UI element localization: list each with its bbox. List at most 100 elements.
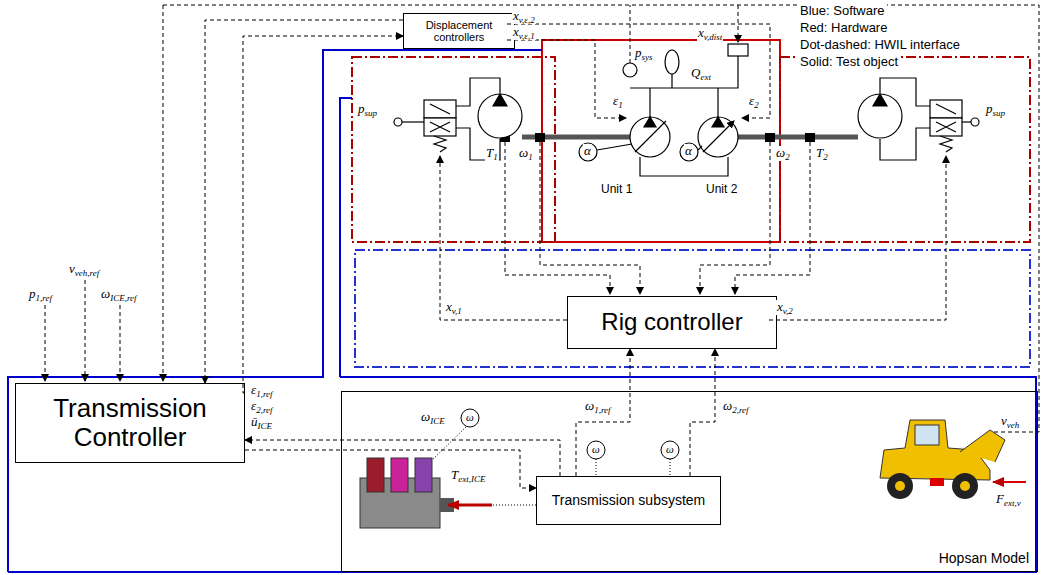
symbol-base: ω	[101, 286, 110, 301]
legend-entry: Red: Hardware	[798, 20, 889, 36]
gauge-symbol: ω	[592, 443, 600, 455]
symbol-subscript: 1	[618, 100, 623, 110]
signal-name: xv,1	[445, 300, 463, 315]
controller-box: Rig controller	[567, 296, 777, 349]
symbol-subscript: ICE,ref	[110, 293, 136, 303]
signal-name: ūICE	[250, 415, 273, 430]
signal-connector	[243, 36, 403, 393]
symbol-base: T	[451, 467, 458, 482]
signal-connector	[576, 349, 630, 476]
symbol-base: ε	[613, 93, 618, 108]
symbol-base: T	[816, 145, 823, 160]
symbol-base: x	[777, 299, 783, 314]
signal-name: ω2,ref	[722, 399, 750, 414]
controller-box: Transmission Controller	[15, 383, 245, 463]
signal-name: Text,ICE	[450, 468, 486, 483]
symbol-subscript: veh,ref	[75, 268, 99, 278]
subsystem-box: Transmission subsystem	[536, 476, 721, 525]
signal-name: α	[583, 144, 592, 158]
signal-name: xv,dist	[697, 26, 723, 41]
signal-name: psup	[985, 102, 1006, 117]
signal-name: T2	[815, 146, 829, 161]
signal-name: xv,ε,1	[512, 25, 536, 40]
signal-name: ε1	[612, 94, 624, 109]
symbol-subscript: v,2	[783, 306, 793, 316]
legend-entry: Dot-dashed: HWIL interface	[798, 37, 962, 53]
symbol-base: x	[698, 25, 704, 40]
symbol-base: x	[513, 24, 519, 39]
symbol-subscript: ICE	[430, 416, 445, 426]
node-text-holder: Transmission subsystem	[537, 477, 720, 524]
unit-label: Unit 2	[705, 182, 738, 196]
symbol-base: ε	[749, 93, 754, 108]
node-text-holder: Hopsan Model	[342, 392, 1037, 571]
signal-connector	[205, 20, 403, 383]
signal-name: T1	[485, 146, 499, 161]
symbol-subscript: ext	[700, 72, 711, 82]
symbol-subscript: 2,ref	[732, 405, 748, 415]
symbol-base: ω	[723, 398, 732, 413]
signal-name: vveh,ref	[68, 262, 100, 277]
symbol-base: ω	[421, 409, 430, 424]
node-text-holder: Rig controller	[568, 297, 776, 348]
signal-name: xv,ε,2	[512, 9, 536, 24]
symbol-subscript: 1,ref	[594, 405, 610, 415]
symbol-subscript: sys	[642, 52, 653, 62]
signal-name: ε2,ref	[250, 399, 274, 414]
symbol-subscript: ext,ICE	[458, 474, 485, 484]
symbol-subscript: 2	[823, 152, 828, 162]
symbol-subscript: v,dist	[704, 32, 723, 42]
symbol-subscript: 1	[493, 152, 498, 162]
symbol-subscript: 2,ref	[256, 405, 272, 415]
symbol-subscript: 1,ref	[256, 389, 272, 399]
node-label: Transmission subsystem	[552, 493, 706, 509]
symbol-subscript: 2	[785, 152, 790, 162]
signal-name: vveh	[1000, 414, 1020, 429]
symbol-base: ω	[585, 398, 594, 413]
signal-name: ωICE	[420, 410, 446, 425]
unit-label: Unit 1	[600, 182, 633, 196]
symbol-subscript: veh	[1007, 420, 1020, 430]
node-text-holder: Transmission Controller	[16, 384, 244, 462]
signal-name: ω1,ref	[584, 399, 612, 414]
legend-entry: Blue: Software	[798, 3, 887, 19]
symbol-base: v	[1001, 413, 1007, 428]
symbol-base: v	[69, 261, 75, 276]
signal-name: p1,ref	[28, 287, 53, 302]
symbol-base: T	[486, 145, 493, 160]
node-label: Displacement controllers	[404, 19, 514, 44]
node-label: Rig controller	[601, 309, 742, 336]
signal-name: ωICE,ref	[100, 287, 138, 302]
symbol-subscript: ICE	[258, 421, 273, 431]
gauge-symbol: ω	[466, 411, 474, 423]
controller-box: Displacement controllers	[403, 13, 515, 49]
symbol-subscript: 2	[754, 100, 759, 110]
legend-entry: Solid: Test object	[798, 54, 900, 70]
symbol-subscript: sup	[365, 108, 378, 118]
signal-name: psup	[357, 102, 378, 117]
symbol-base: Q	[691, 65, 700, 80]
signal-name: psys	[634, 46, 654, 61]
signal-name: ε2	[748, 94, 760, 109]
symbol-base: ω	[776, 145, 785, 160]
signal-name: ω1	[518, 146, 534, 161]
signal-name: Fext,v	[995, 492, 1022, 507]
node-label: Transmission Controller	[16, 394, 244, 452]
symbol-base: F	[996, 491, 1004, 506]
symbol-base: ω	[519, 145, 528, 160]
symbol-subscript: sup	[993, 108, 1006, 118]
symbol-base: p	[29, 286, 36, 301]
symbol-base: x	[446, 299, 452, 314]
symbol-base: ε	[251, 382, 256, 397]
symbol-base: ε	[251, 398, 256, 413]
symbol-base: p	[986, 101, 993, 116]
signal-name: α	[684, 144, 693, 158]
symbol-subscript: v,1	[452, 306, 462, 316]
symbol-subscript: ext,v	[1004, 498, 1021, 508]
signal-connector	[245, 440, 560, 476]
symbol-subscript: v,ε,1	[519, 31, 535, 41]
signal-name: ω2	[775, 146, 791, 161]
